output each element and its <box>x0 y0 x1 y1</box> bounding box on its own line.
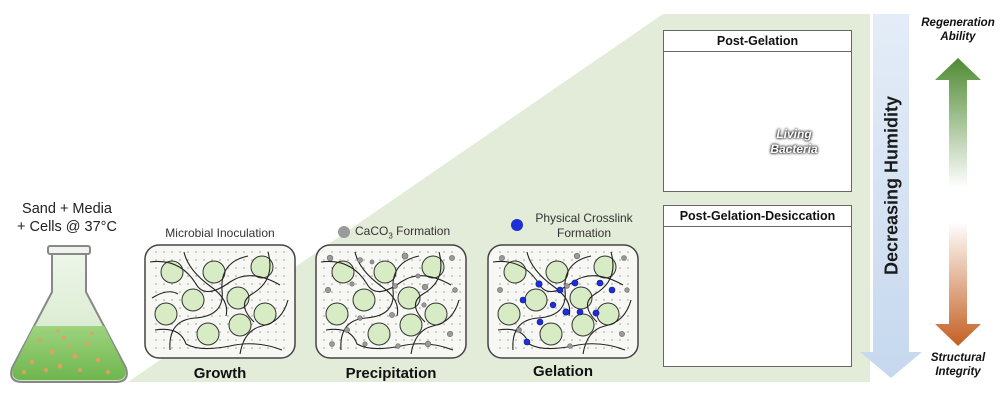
regeneration-ability-label: Regeneration Ability <box>913 16 1000 44</box>
growth-panel <box>144 244 296 359</box>
integrity-line2: Integrity <box>935 366 981 378</box>
flask-icon <box>10 245 128 383</box>
living-bacteria-line1: Living <box>776 127 812 141</box>
stage-label-precipitation: Precipitation <box>345 365 437 382</box>
stage-label-growth: Growth <box>193 365 247 382</box>
precipitation-panel-title: CaCO3 Formation <box>355 224 475 240</box>
gelation-panel-title: Physical Crosslink Formation <box>525 211 643 241</box>
integrity-line1: Structural <box>930 352 986 364</box>
flask-label-line1: Sand + Media <box>22 201 112 217</box>
precipitation-panel <box>315 244 467 359</box>
flask-label: Sand + Media + Cells @ 37°C <box>6 200 128 236</box>
post-gelation-frame: Post-Gelation <box>663 30 852 192</box>
integrity-arrow <box>935 222 981 346</box>
humidity-label: Decreasing Humidity <box>881 95 902 276</box>
structural-integrity-label: Structural Integrity <box>913 351 1000 379</box>
caco3-subscript: 3 <box>388 231 393 241</box>
gelation-title-line2: Formation <box>556 226 612 240</box>
gelation-title-line1: Physical Crosslink <box>535 211 633 225</box>
regeneration-line2: Ability <box>940 31 976 43</box>
flask-label-line2: + Cells @ 37°C <box>17 219 117 235</box>
caco3-legend-marker <box>338 226 350 238</box>
living-bacteria-label: Living Bacteria <box>764 127 824 157</box>
desiccation-title: Post-Gelation-Desiccation <box>664 206 851 227</box>
formation-text: Formation <box>392 224 451 238</box>
crosslink-legend-marker <box>511 219 523 231</box>
living-bacteria-line2: Bacteria <box>770 142 818 156</box>
regeneration-arrow <box>935 58 981 188</box>
post-gelation-title: Post-Gelation <box>664 31 851 52</box>
regeneration-line1: Regeneration <box>921 17 995 29</box>
stage-label-gelation: Gelation <box>532 363 593 380</box>
desiccation-frame: Post-Gelation-Desiccation <box>663 205 852 367</box>
growth-panel-title: Microbial Inoculation <box>165 226 275 240</box>
humidity-arrow <box>860 14 922 378</box>
gelation-panel <box>487 244 639 359</box>
caco3-text: CaCO <box>355 224 389 238</box>
